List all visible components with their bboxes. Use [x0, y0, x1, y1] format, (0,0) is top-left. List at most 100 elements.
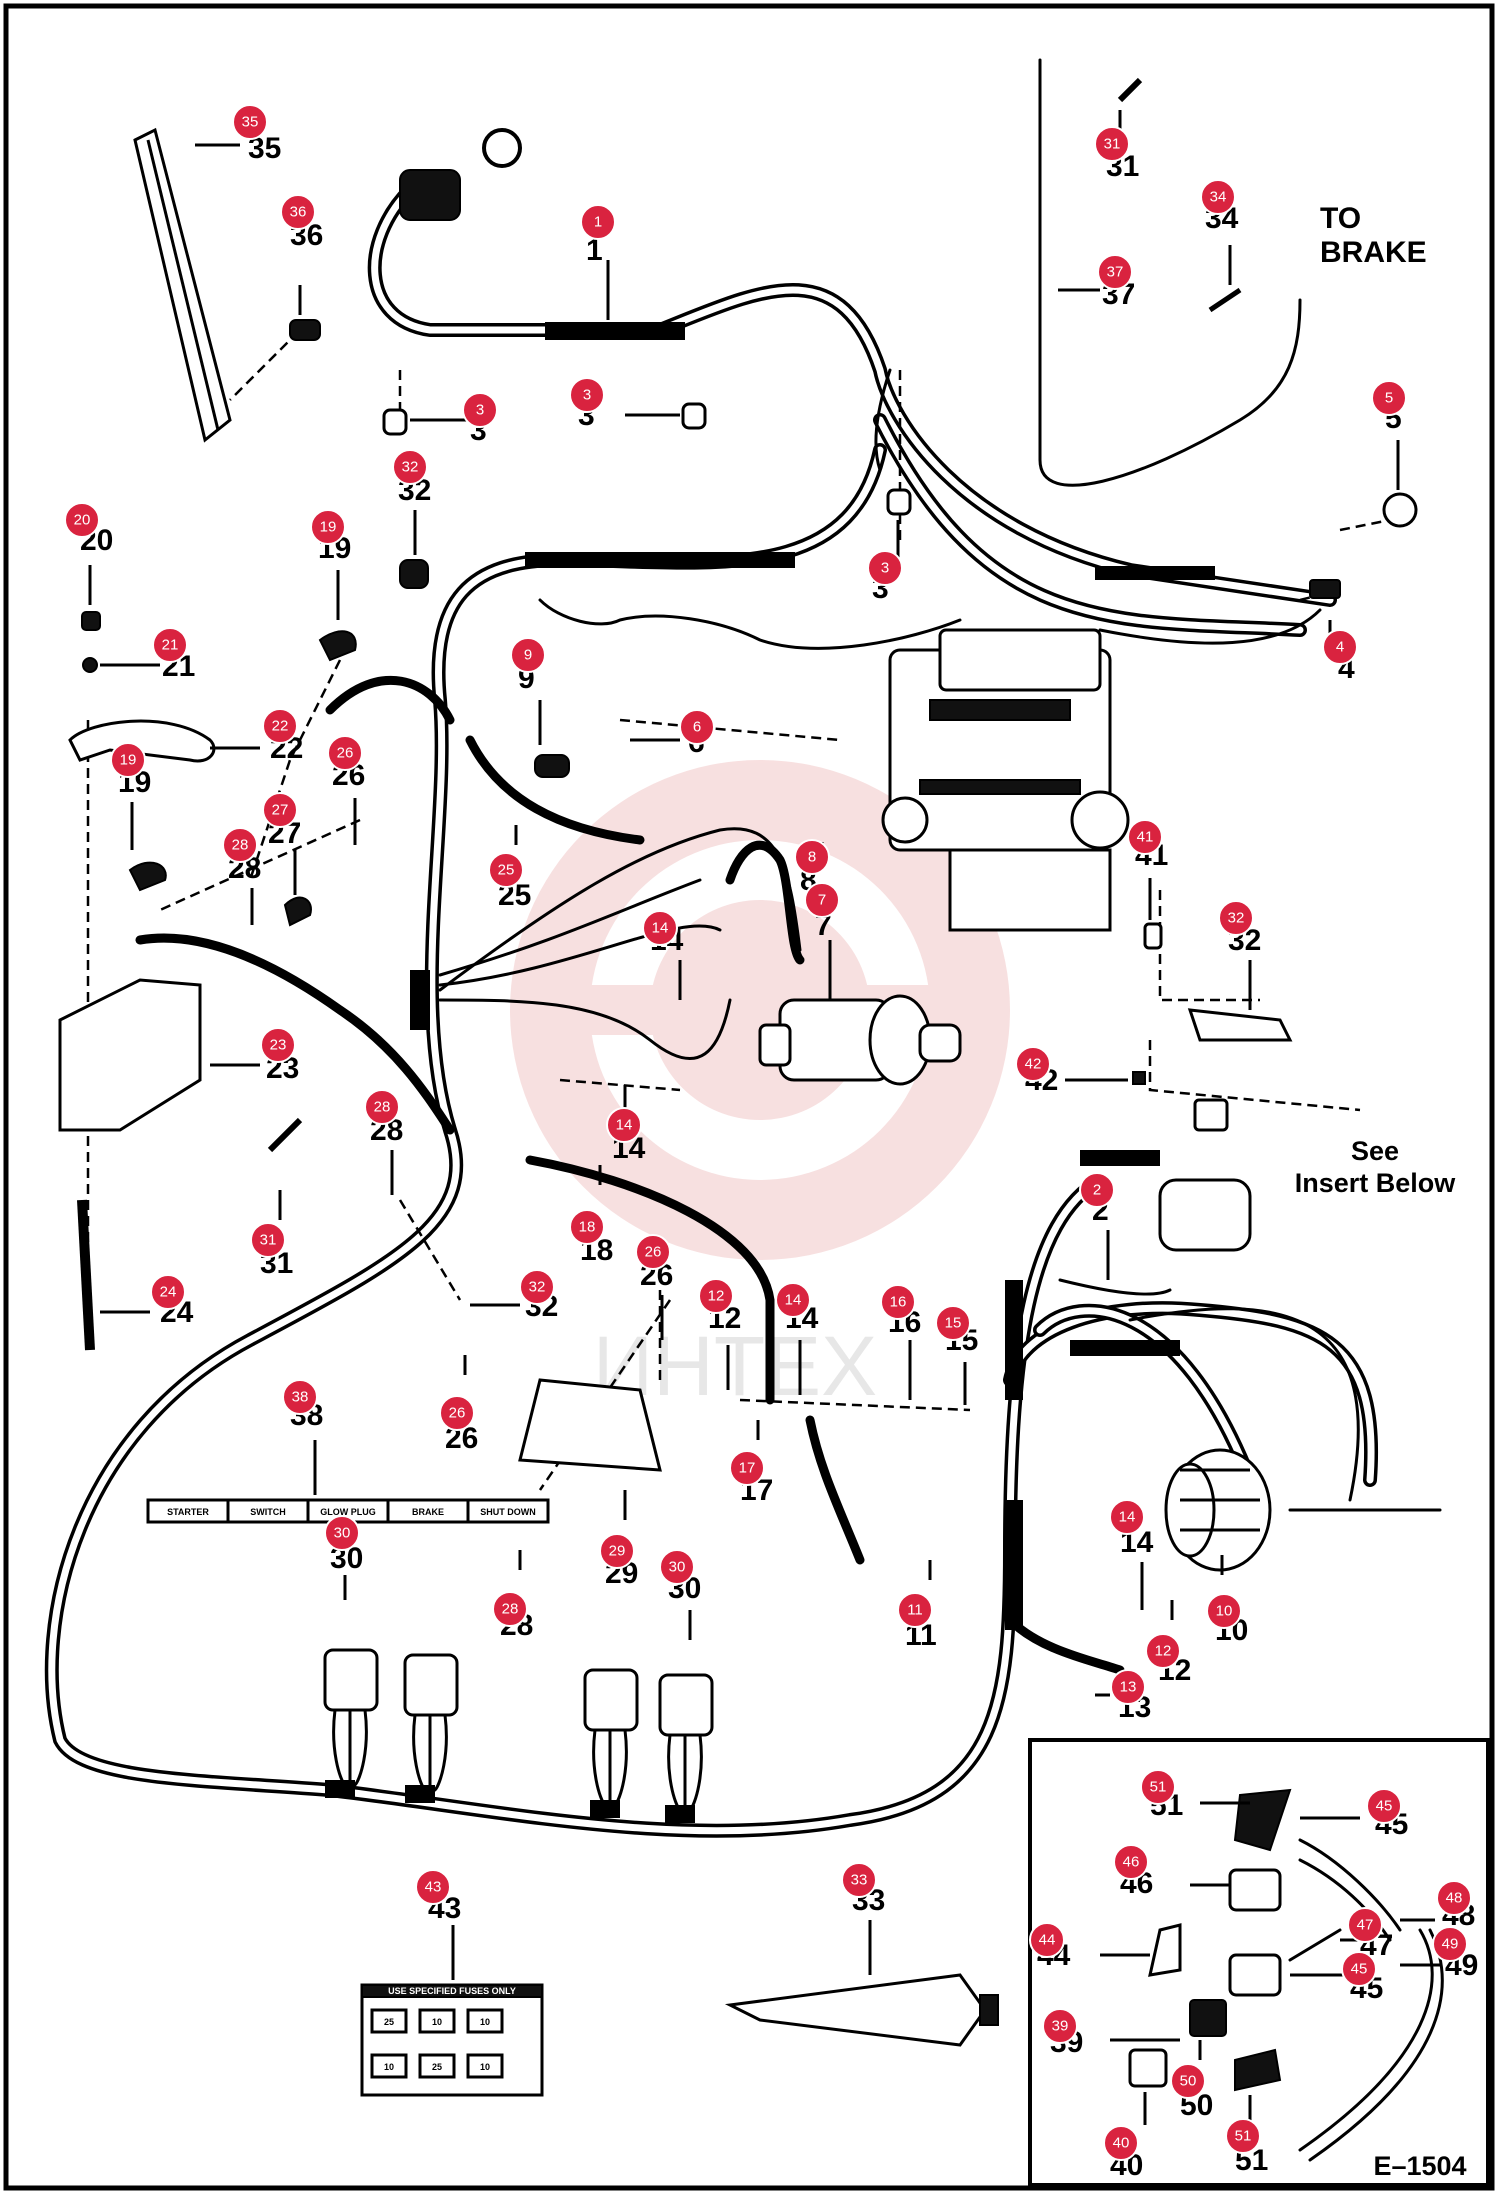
callout-badge	[64, 502, 100, 538]
callout-badge	[282, 1379, 318, 1415]
callout-badge	[841, 1862, 877, 1898]
callout-badge	[280, 194, 316, 230]
callout-badge-number: 11	[907, 1602, 923, 1619]
callout-badge-number: 26	[337, 745, 354, 762]
battery-cables	[135, 675, 1125, 1675]
main-harness	[44, 183, 1378, 1838]
callout-badge	[519, 1269, 555, 1305]
relay-group-left	[323, 1648, 459, 1792]
callout-badge	[222, 827, 258, 863]
callout-badge	[1170, 2063, 1206, 2099]
callout-badge	[439, 1395, 475, 1431]
callout-badge	[679, 709, 715, 745]
callout-badge-number: 19	[320, 519, 337, 536]
callout-badge-number: 32	[529, 1279, 546, 1296]
callout-badge-number: 4	[1336, 639, 1344, 656]
to-brake-label-line2: BRAKE	[1320, 236, 1427, 269]
callout-badge-number: 13	[1120, 1679, 1137, 1696]
callout-badge-number: 34	[1210, 189, 1227, 206]
see-insert-label-line2: Insert Below	[1295, 1168, 1457, 1198]
callout-badge-number: 42	[1025, 1056, 1042, 1073]
callout-badge-number: 12	[708, 1288, 725, 1305]
callout-badge-number: 23	[270, 1037, 287, 1054]
callout-badge	[569, 1209, 605, 1245]
callout-badge	[804, 882, 840, 918]
callout-badge	[152, 627, 188, 663]
callout-badge-number: 37	[1107, 264, 1124, 281]
callout-badge	[1371, 380, 1407, 416]
callout-3: 33	[867, 520, 903, 605]
callout-badge-number: 24	[160, 1284, 177, 1301]
callout-badge	[1029, 1922, 1065, 1958]
callout-badge	[1109, 1499, 1145, 1535]
callout-badge-number: 21	[162, 637, 179, 654]
callout-badge-number: 7	[818, 892, 826, 909]
callout-badge-number: 31	[260, 1232, 277, 1249]
callout-badge	[324, 1515, 360, 1551]
callout-badge	[1341, 1951, 1377, 1987]
callout-badge	[1322, 629, 1358, 665]
callout-badge-number: 2	[1093, 1182, 1101, 1199]
callout-badge-number: 32	[402, 459, 419, 476]
see-insert-label-line1: See	[1351, 1136, 1399, 1166]
callout-badge-number: 22	[272, 718, 289, 735]
callout-badge-number: 38	[292, 1389, 309, 1406]
callout-badge	[1347, 1907, 1383, 1943]
fuse-cell-5: 25	[432, 2062, 442, 2072]
callout-badge	[510, 637, 546, 673]
callout-badge	[775, 1282, 811, 1318]
callout-badge-number: 35	[242, 114, 259, 131]
callout-badge-number: 15	[945, 1315, 962, 1332]
callout-badge	[327, 735, 363, 771]
callout-badge	[1206, 1593, 1242, 1629]
engine-assembly	[881, 628, 1130, 932]
callout-badge	[659, 1549, 695, 1585]
callout-badge	[642, 910, 678, 946]
callout-badge	[880, 1284, 916, 1320]
callout-badge	[1140, 1769, 1176, 1805]
callout-7: 77	[804, 882, 840, 1000]
callout-6: 66	[630, 709, 715, 759]
callout-number: 1	[586, 234, 603, 267]
callout-badge-number: 45	[1376, 1798, 1393, 1815]
thin-wires	[438, 58, 1442, 1512]
callout-badge	[260, 1027, 296, 1063]
callout-badge-number: 49	[1442, 1936, 1459, 1953]
callout-badge	[150, 1274, 186, 1310]
callout-badge-number: 28	[374, 1099, 391, 1116]
figure-code: E–1504	[1373, 2151, 1466, 2181]
callout-badge-number: 30	[669, 1559, 686, 1576]
callout-badge	[364, 1089, 400, 1125]
callout-badge	[262, 792, 298, 828]
callout-badge	[392, 449, 428, 485]
decal-38-cell-3: GLOW PLUG	[320, 1507, 376, 1517]
callout-badge-number: 50	[1180, 2073, 1197, 2090]
